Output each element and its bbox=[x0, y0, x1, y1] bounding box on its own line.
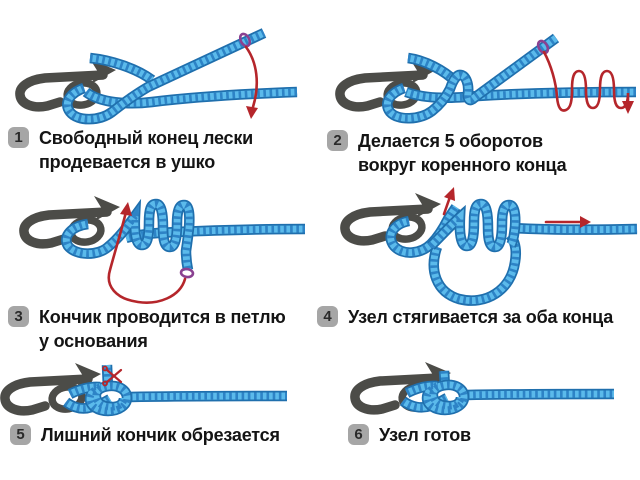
purple-ring-icon bbox=[536, 39, 550, 55]
step-5-caption: 5 Лишний кончик обрезается bbox=[10, 423, 280, 447]
arrow-down-icon bbox=[244, 45, 259, 119]
step-2-text-line-2: вокруг коренного конца bbox=[358, 155, 567, 175]
step-1-caption: 1 Свободный конец лески продевается в уш… bbox=[8, 126, 253, 174]
arrow-up-icon bbox=[442, 187, 455, 216]
arrow-up-loop-icon bbox=[107, 202, 187, 304]
scissors-icon bbox=[102, 365, 123, 387]
fishing-line-rope bbox=[66, 365, 287, 411]
step-6-text-line-1: Узел готов bbox=[379, 425, 471, 445]
step-5-text-line-1: Лишний кончик обрезается bbox=[41, 425, 280, 445]
fishing-line-rope bbox=[391, 204, 637, 301]
purple-ring-icon bbox=[179, 267, 195, 279]
number-badge: 3 bbox=[8, 306, 29, 327]
number-badge: 2 bbox=[327, 130, 348, 151]
step-1-text-line-1: Свободный конец лески bbox=[39, 128, 254, 148]
arrow-right-icon bbox=[544, 216, 591, 228]
step-3-text-line-2: у основания bbox=[39, 331, 148, 351]
step-4-text-line-1: Узел стягивается за оба конца bbox=[348, 307, 614, 327]
number-badge: 5 bbox=[10, 424, 31, 445]
step-2-text-line-1: Делается 5 оборотов bbox=[358, 131, 543, 151]
step-1-text-line-2: продевается в ушко bbox=[39, 152, 216, 172]
step-3-figure bbox=[24, 196, 305, 304]
step-5-figure bbox=[5, 363, 287, 411]
step-3-caption: 3 Кончик проводится в петлю у основания bbox=[8, 305, 286, 353]
step-2-figure bbox=[340, 38, 636, 118]
number-badge: 1 bbox=[8, 127, 29, 148]
step-3-text-line-1: Кончик проводится в петлю bbox=[39, 307, 286, 327]
number-badge: 6 bbox=[348, 424, 369, 445]
purple-ring-icon bbox=[238, 32, 252, 48]
step-6-figure bbox=[355, 362, 614, 410]
step-2-caption: 2 Делается 5 оборотов вокруг коренного к… bbox=[327, 129, 567, 177]
wrap-turns-arrow-icon bbox=[542, 50, 634, 114]
number-badge: 4 bbox=[317, 306, 338, 327]
step-4-figure bbox=[345, 187, 637, 301]
step-6-caption: 6 Узел готов bbox=[348, 423, 471, 447]
step-4-caption: 4 Узел стягивается за оба конца bbox=[317, 305, 613, 329]
step-1-figure bbox=[20, 32, 297, 119]
